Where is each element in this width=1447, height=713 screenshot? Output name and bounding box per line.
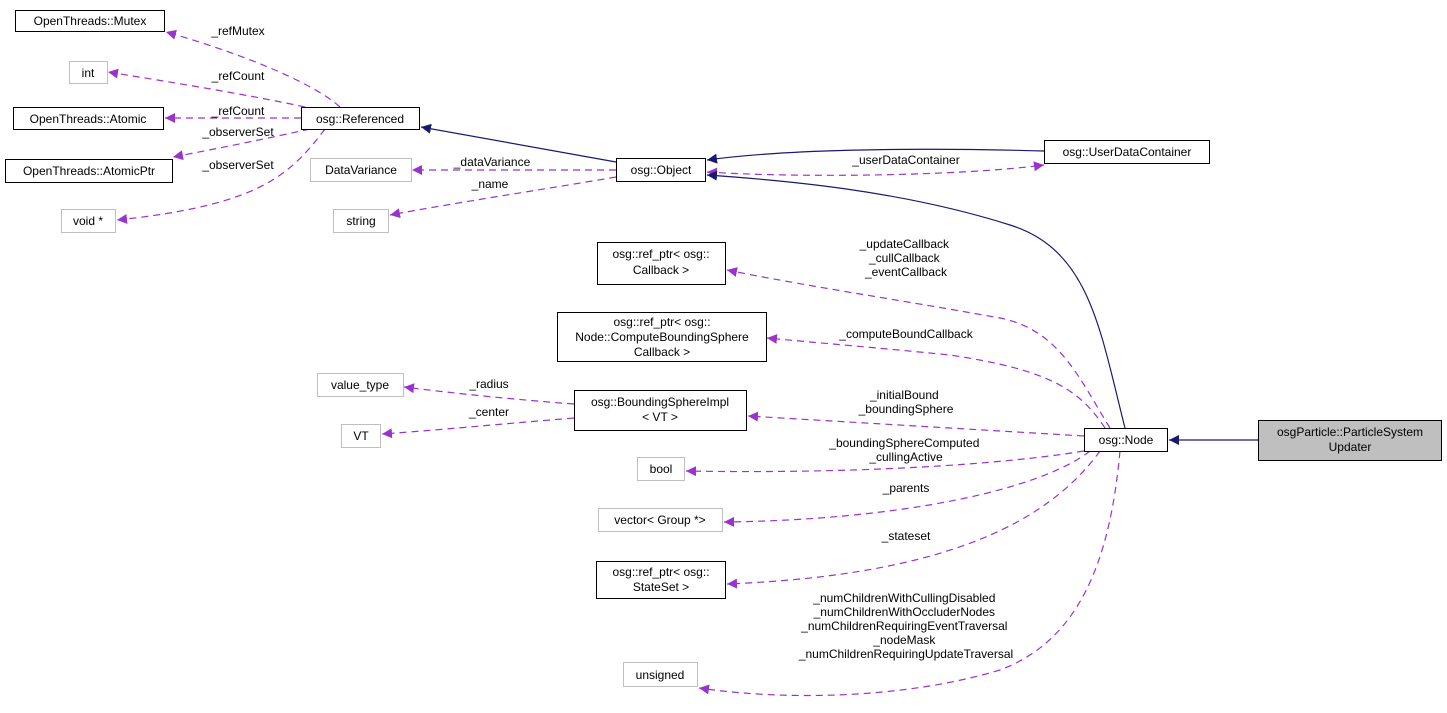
label-name: _name	[471, 177, 509, 191]
node-label: Node::ComputeBoundingSphere	[575, 330, 749, 344]
label-refcount: _refCount	[211, 69, 265, 83]
label-line: _initialBound	[869, 388, 939, 402]
node-label: osg::BoundingSphereImpl	[591, 395, 729, 409]
label-parents: _parents	[882, 481, 930, 495]
node-label: osg::Object	[631, 163, 692, 177]
nodes: OpenThreads::Mutex int OpenThreads::Atom…	[5, 10, 1442, 687]
edge-refmutex	[165, 29, 341, 108]
node-label: Callback >	[633, 263, 689, 277]
edges	[107, 29, 1258, 697]
label-center: _center	[468, 405, 509, 419]
node-valuetype: value_type	[317, 373, 404, 397]
node-int: int	[69, 61, 108, 84]
node-label: VT	[353, 429, 369, 443]
node-atomicptr[interactable]: OpenThreads::AtomicPtr	[5, 159, 173, 183]
node-referenced[interactable]: osg::Referenced	[301, 107, 420, 130]
node-computeboundingsphere-refptr[interactable]: osg::ref_ptr< osg:: Node::ComputeBoundin…	[557, 312, 767, 362]
node-voidptr: void *	[61, 209, 116, 233]
edge-object-referenced	[420, 123, 617, 163]
label-bound: _initialBound _boundingSphere	[858, 388, 954, 416]
node-label: int	[82, 66, 95, 80]
node-userdatacontainer[interactable]: osg::UserDataContainer	[1044, 140, 1210, 164]
edge-labels: _refMutex _refCount _refCount _observerS…	[201, 24, 1013, 661]
edge-computebound	[766, 333, 1106, 429]
label-line: _numChildrenRequiringEventTraversal	[800, 619, 1007, 633]
label-line: _cullCallback	[868, 251, 941, 265]
node-osg-node[interactable]: osg::Node	[1084, 428, 1168, 452]
edge-observerset-atomicptr	[172, 128, 311, 161]
label-line: _boundingSphere	[858, 402, 954, 416]
edge-parents	[723, 450, 1091, 527]
node-datavariance: DataVariance	[310, 158, 412, 182]
label-callbacks: _updateCallback _cullCallback _eventCall…	[859, 237, 953, 279]
node-label: osg::ref_ptr< osg::	[612, 247, 709, 261]
node-label: string	[346, 214, 375, 228]
node-callback-refptr[interactable]: osg::ref_ptr< osg:: Callback >	[597, 242, 726, 285]
label-unsigned: _numChildrenWithCullingDisabled _numChil…	[798, 591, 1013, 661]
edge-bool	[685, 450, 1085, 477]
node-label: < VT >	[642, 410, 678, 424]
node-label: unsigned	[636, 668, 685, 682]
edge-name	[389, 176, 617, 219]
edge-observerset-void	[116, 128, 326, 224]
edge-userdatacontainer	[706, 161, 1045, 178]
label-observerset: _observerSet	[201, 158, 274, 172]
node-label: OpenThreads::AtomicPtr	[23, 164, 155, 178]
node-label: osg::UserDataContainer	[1063, 145, 1192, 159]
label-line: _numChildrenWithCullingDisabled	[812, 591, 995, 605]
node-label: osg::ref_ptr< osg::	[613, 315, 710, 329]
label-line: _eventCallback	[864, 265, 948, 279]
label-line: _numChildrenWithOccluderNodes	[813, 605, 995, 619]
label-computebound: _computeBoundCallback	[838, 327, 973, 341]
node-mutex[interactable]: OpenThreads::Mutex	[15, 10, 165, 32]
edge-bound	[747, 411, 1085, 437]
edge-udc-object	[706, 148, 1045, 164]
edge-unsigned	[698, 450, 1121, 697]
node-label: osg::Node	[1099, 433, 1154, 447]
edge-center	[381, 417, 575, 439]
label-userdatacontainer: _userDataContainer	[851, 153, 959, 167]
node-label: Callback >	[634, 345, 690, 359]
edge-radius	[403, 383, 575, 405]
node-label: OpenThreads::Atomic	[30, 112, 147, 126]
node-label: osg::ref_ptr< osg::	[612, 565, 709, 579]
edge-callbacks	[726, 267, 1111, 429]
label-refmutex: _refMutex	[210, 24, 264, 38]
label-observerset: _observerSet	[201, 125, 274, 139]
label-line: _boundingSphereComputed	[828, 436, 979, 450]
node-label: Updater	[1329, 440, 1372, 454]
label-radius: _radius	[468, 377, 508, 391]
node-label: value_type	[331, 378, 389, 392]
label-line: _numChildrenRequiringUpdateTraversal	[798, 647, 1013, 661]
node-string: string	[333, 209, 389, 233]
node-label: DataVariance	[325, 163, 397, 177]
edge-refcount-int	[107, 68, 306, 108]
node-unsigned: unsigned	[623, 662, 698, 687]
label-bool: _boundingSphereComputed _cullingActive	[828, 436, 982, 464]
label-refcount: _refCount	[211, 104, 265, 118]
label-line: _nodeMask	[872, 633, 936, 647]
node-atomic[interactable]: OpenThreads::Atomic	[13, 107, 164, 130]
node-bool: bool	[637, 457, 685, 481]
node-object[interactable]: osg::Object	[616, 158, 706, 182]
label-line: _cullingActive	[868, 450, 943, 464]
node-label: StateSet >	[633, 580, 689, 594]
label-datavariance: _dataVariance	[453, 155, 531, 169]
node-vector: vector< Group *>	[598, 508, 723, 532]
node-label: osg::Referenced	[316, 112, 404, 126]
node-label: OpenThreads::Mutex	[34, 14, 147, 28]
node-label: vector< Group *>	[614, 513, 705, 527]
label-line: _updateCallback	[859, 237, 950, 251]
node-label: void *	[73, 214, 103, 228]
node-boundingsphereimpl[interactable]: osg::BoundingSphereImpl < VT >	[574, 390, 747, 431]
node-vt: VT	[341, 424, 381, 448]
label-stateset: _stateset	[881, 529, 931, 543]
edge-node-object	[706, 170, 1126, 429]
node-label: bool	[650, 462, 673, 476]
node-stateset-refptr[interactable]: osg::ref_ptr< osg:: StateSet >	[596, 561, 726, 599]
node-label: osgParticle::ParticleSystem	[1277, 425, 1423, 439]
edge-stateset	[726, 450, 1101, 589]
node-particlesystemupdater: osgParticle::ParticleSystem Updater	[1258, 420, 1442, 461]
